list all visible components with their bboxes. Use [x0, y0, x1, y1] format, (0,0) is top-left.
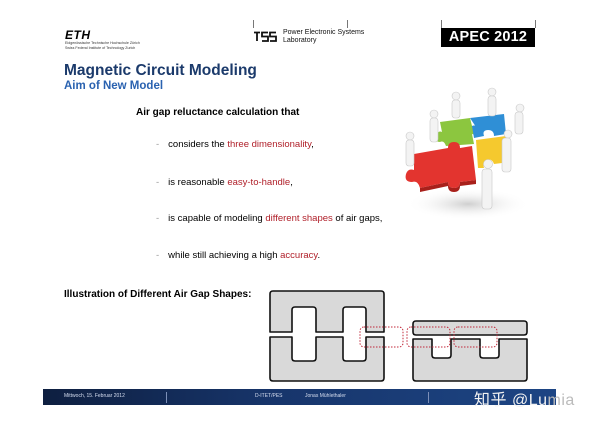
header-divider-tick	[441, 20, 442, 28]
footer-separator	[166, 392, 167, 403]
bullet-item: -considers the three dimensionality,	[156, 139, 314, 150]
header-divider-tick	[535, 20, 536, 28]
bullet-item: -is capable of modeling different shapes…	[156, 213, 383, 224]
watermark-tail: mia	[547, 392, 575, 409]
pes-logo-mark-icon	[254, 31, 277, 42]
footer-author: Jonas Mühlethaler	[305, 393, 346, 399]
highlight-text: three dimensionality	[227, 139, 312, 150]
slide-title: Magnetic Circuit Modeling	[64, 62, 257, 79]
highlight-text: different shapes	[265, 213, 333, 224]
bullet-dash: -	[156, 177, 160, 188]
footer-department: D-ITET/PES	[255, 393, 283, 399]
highlight-text: easy-to-handle	[227, 177, 291, 188]
bullet-dash: -	[156, 213, 160, 224]
header-divider-tick	[253, 20, 254, 28]
footer-separator	[428, 392, 429, 403]
bullet-item: -while still achieving a high accuracy.	[156, 250, 321, 261]
bullet-item: -is reasonable easy-to-handle,	[156, 177, 293, 188]
pes-logo: Power Electronic Systems Laboratory	[253, 29, 364, 44]
footer-date: Mittwoch, 15. Februar 2012	[64, 393, 125, 399]
bullet-dash: -	[156, 250, 160, 261]
eth-logo-line-1: Eidgenössische Technische Hochschule Zür…	[65, 41, 140, 45]
eth-logo-mark: ETH	[65, 28, 91, 42]
header-divider-tick	[347, 20, 348, 28]
watermark-main: 知乎 @Lu	[474, 392, 548, 409]
puzzle-teamwork-image	[405, 87, 530, 220]
apec-logo: APEC 2012	[441, 28, 535, 47]
footer-bar: Mittwoch, 15. Februar 2012 D-ITET/PES Jo…	[43, 389, 556, 405]
bullet-dash: -	[156, 139, 160, 150]
eth-logo: ETH Eidgenössische Technische Hochschule…	[65, 29, 140, 51]
pes-logo-line-2: Laboratory	[283, 36, 317, 44]
slide-subtitle: Aim of New Model	[64, 80, 164, 92]
eth-logo-line-2: Swiss Federal Institute of Technology Zu…	[65, 46, 136, 50]
watermark: 知乎 @Lumia	[474, 386, 575, 410]
pes-logo-line-1: Power Electronic Systems	[283, 29, 365, 36]
intro-text: Air gap reluctance calculation that	[136, 107, 300, 118]
highlight-text: accuracy	[280, 250, 318, 261]
illustration-label: Illustration of Different Air Gap Shapes…	[64, 289, 252, 300]
air-gap-shapes-diagram	[269, 290, 528, 382]
